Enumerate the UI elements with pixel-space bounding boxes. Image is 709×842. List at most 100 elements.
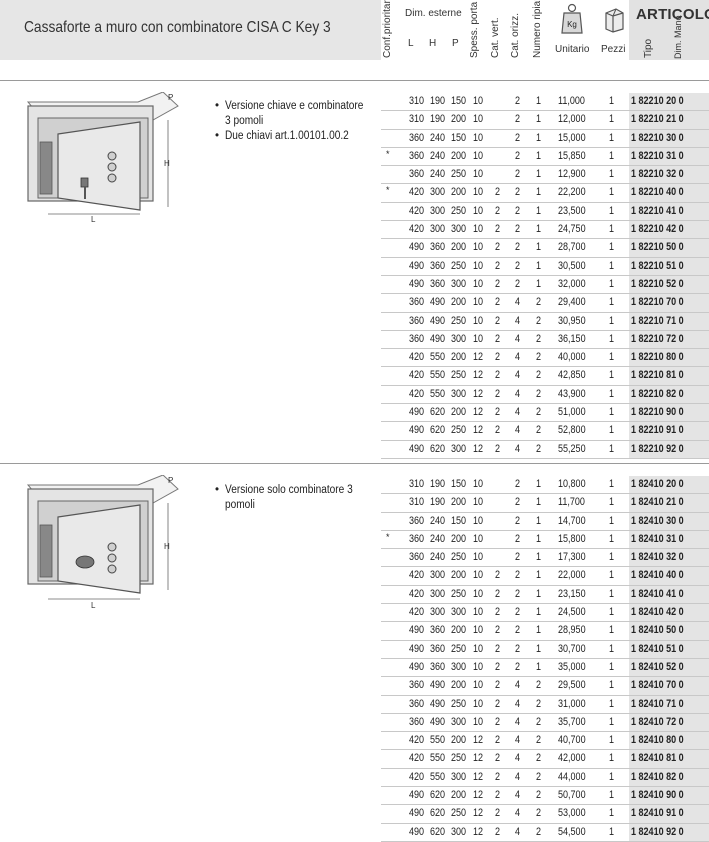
cell-tipo: 1 82410 82 0 <box>631 770 684 783</box>
cell-p: 250 <box>451 752 467 765</box>
cell-pz: 1 <box>609 697 615 710</box>
col-pezzi: Pezzi <box>601 44 626 55</box>
cell-l: 310 <box>409 95 425 107</box>
cell-h: 240 <box>430 131 446 144</box>
cell-h: 240 <box>430 149 446 162</box>
cell-sp: 12 <box>473 406 484 419</box>
articolo-cell-bg <box>629 658 709 677</box>
cell-w: 42,850 <box>558 369 586 382</box>
cell-tipo: 1 82210 42 0 <box>631 223 684 236</box>
cell-p: 200 <box>451 734 467 747</box>
cell-co: 2 <box>515 624 521 637</box>
cell-tipo: 1 82210 32 0 <box>631 168 684 181</box>
cell-w: 11,000 <box>558 95 585 107</box>
cell-nr: 1 <box>536 569 542 582</box>
cell-pz: 1 <box>609 606 615 619</box>
cell-nr: 2 <box>536 406 542 419</box>
description-line: Versione solo combinatore 3 <box>225 484 353 496</box>
cell-nr: 2 <box>536 697 542 710</box>
cell-l: 420 <box>409 734 425 747</box>
cell-pz: 1 <box>609 131 615 144</box>
cell-nr: 1 <box>536 624 542 637</box>
cell-l: 490 <box>409 259 425 272</box>
articolo-cell-bg <box>629 494 709 512</box>
cell-l: 360 <box>409 168 425 181</box>
articolo-cell-bg <box>629 422 709 440</box>
cell-sp: 10 <box>473 113 484 126</box>
cell-sp: 10 <box>473 679 484 692</box>
column-headers: Conf.prioritarie Dim. esterne L H P Spes… <box>381 0 629 60</box>
cell-p: 200 <box>451 624 467 637</box>
cell-p: 250 <box>451 642 467 655</box>
cell-tipo: 1 82410 92 0 <box>631 825 684 838</box>
cell-h: 300 <box>430 606 446 619</box>
weight-icon: Kg <box>561 3 583 34</box>
cell-co: 4 <box>515 789 521 802</box>
cell-co: 4 <box>515 825 521 838</box>
cell-sp: 10 <box>473 149 484 162</box>
cell-cv: 2 <box>495 351 501 364</box>
cell-tipo: 1 82410 51 0 <box>631 642 684 655</box>
label-p: P <box>168 93 173 102</box>
cell-nr: 1 <box>536 660 542 673</box>
cell-pz: 1 <box>609 186 615 199</box>
cell-sp: 10 <box>473 204 484 217</box>
cell-p: 250 <box>451 697 467 710</box>
cell-co: 2 <box>515 168 521 181</box>
cell-sp: 10 <box>473 715 484 728</box>
cell-h: 490 <box>430 332 446 345</box>
cell-pz: 1 <box>609 95 615 107</box>
col-dim-esterne: Dim. esterne <box>405 8 462 19</box>
cell-co: 4 <box>515 406 521 419</box>
cell-p: 250 <box>451 314 467 327</box>
cell-co: 4 <box>515 807 521 820</box>
col-conf-prioritarie: Conf.prioritarie <box>382 0 393 58</box>
cell-cv: 2 <box>495 770 501 783</box>
cell-nr: 2 <box>536 715 542 728</box>
cell-p: 200 <box>451 679 467 692</box>
cell-w: 23,500 <box>558 204 586 217</box>
cell-l: 360 <box>409 314 425 327</box>
cell-nr: 2 <box>536 424 542 437</box>
col-h: H <box>429 38 437 49</box>
articolo-cell-bg <box>629 129 709 147</box>
col-unitario: Unitario <box>555 44 590 55</box>
articolo-cell-bg <box>629 312 709 330</box>
cell-sp: 12 <box>473 807 484 820</box>
col-cat-vert: Cat. vert. <box>490 17 501 58</box>
cell-cv: 2 <box>495 752 501 765</box>
cell-co: 2 <box>515 660 521 673</box>
cell-tipo: 1 82210 21 0 <box>631 113 684 126</box>
cell-sp: 10 <box>473 642 484 655</box>
cell-pz: 1 <box>609 387 615 400</box>
cell-cv: 2 <box>495 223 501 236</box>
cell-h: 190 <box>430 478 446 490</box>
cell-l: 310 <box>409 478 425 490</box>
cell-pz: 1 <box>609 825 615 838</box>
cell-tipo: 1 82410 50 0 <box>631 624 684 637</box>
cell-w: 10,800 <box>558 478 586 490</box>
cell-w: 51,000 <box>558 406 586 419</box>
cell-nr: 1 <box>536 551 542 564</box>
cell-w: 40,000 <box>558 351 586 364</box>
cell-cv: 2 <box>495 807 501 820</box>
cell-h: 240 <box>430 168 446 181</box>
cell-nr: 2 <box>536 807 542 820</box>
cell-p: 250 <box>451 168 467 181</box>
cell-sp: 12 <box>473 351 484 364</box>
title-cell: Cassaforte a muro con combinatore CISA C… <box>0 0 381 60</box>
cell-p: 200 <box>451 406 467 419</box>
cell-h: 190 <box>430 95 446 107</box>
cell-h: 190 <box>430 113 446 126</box>
cell-cv: 2 <box>495 277 501 290</box>
